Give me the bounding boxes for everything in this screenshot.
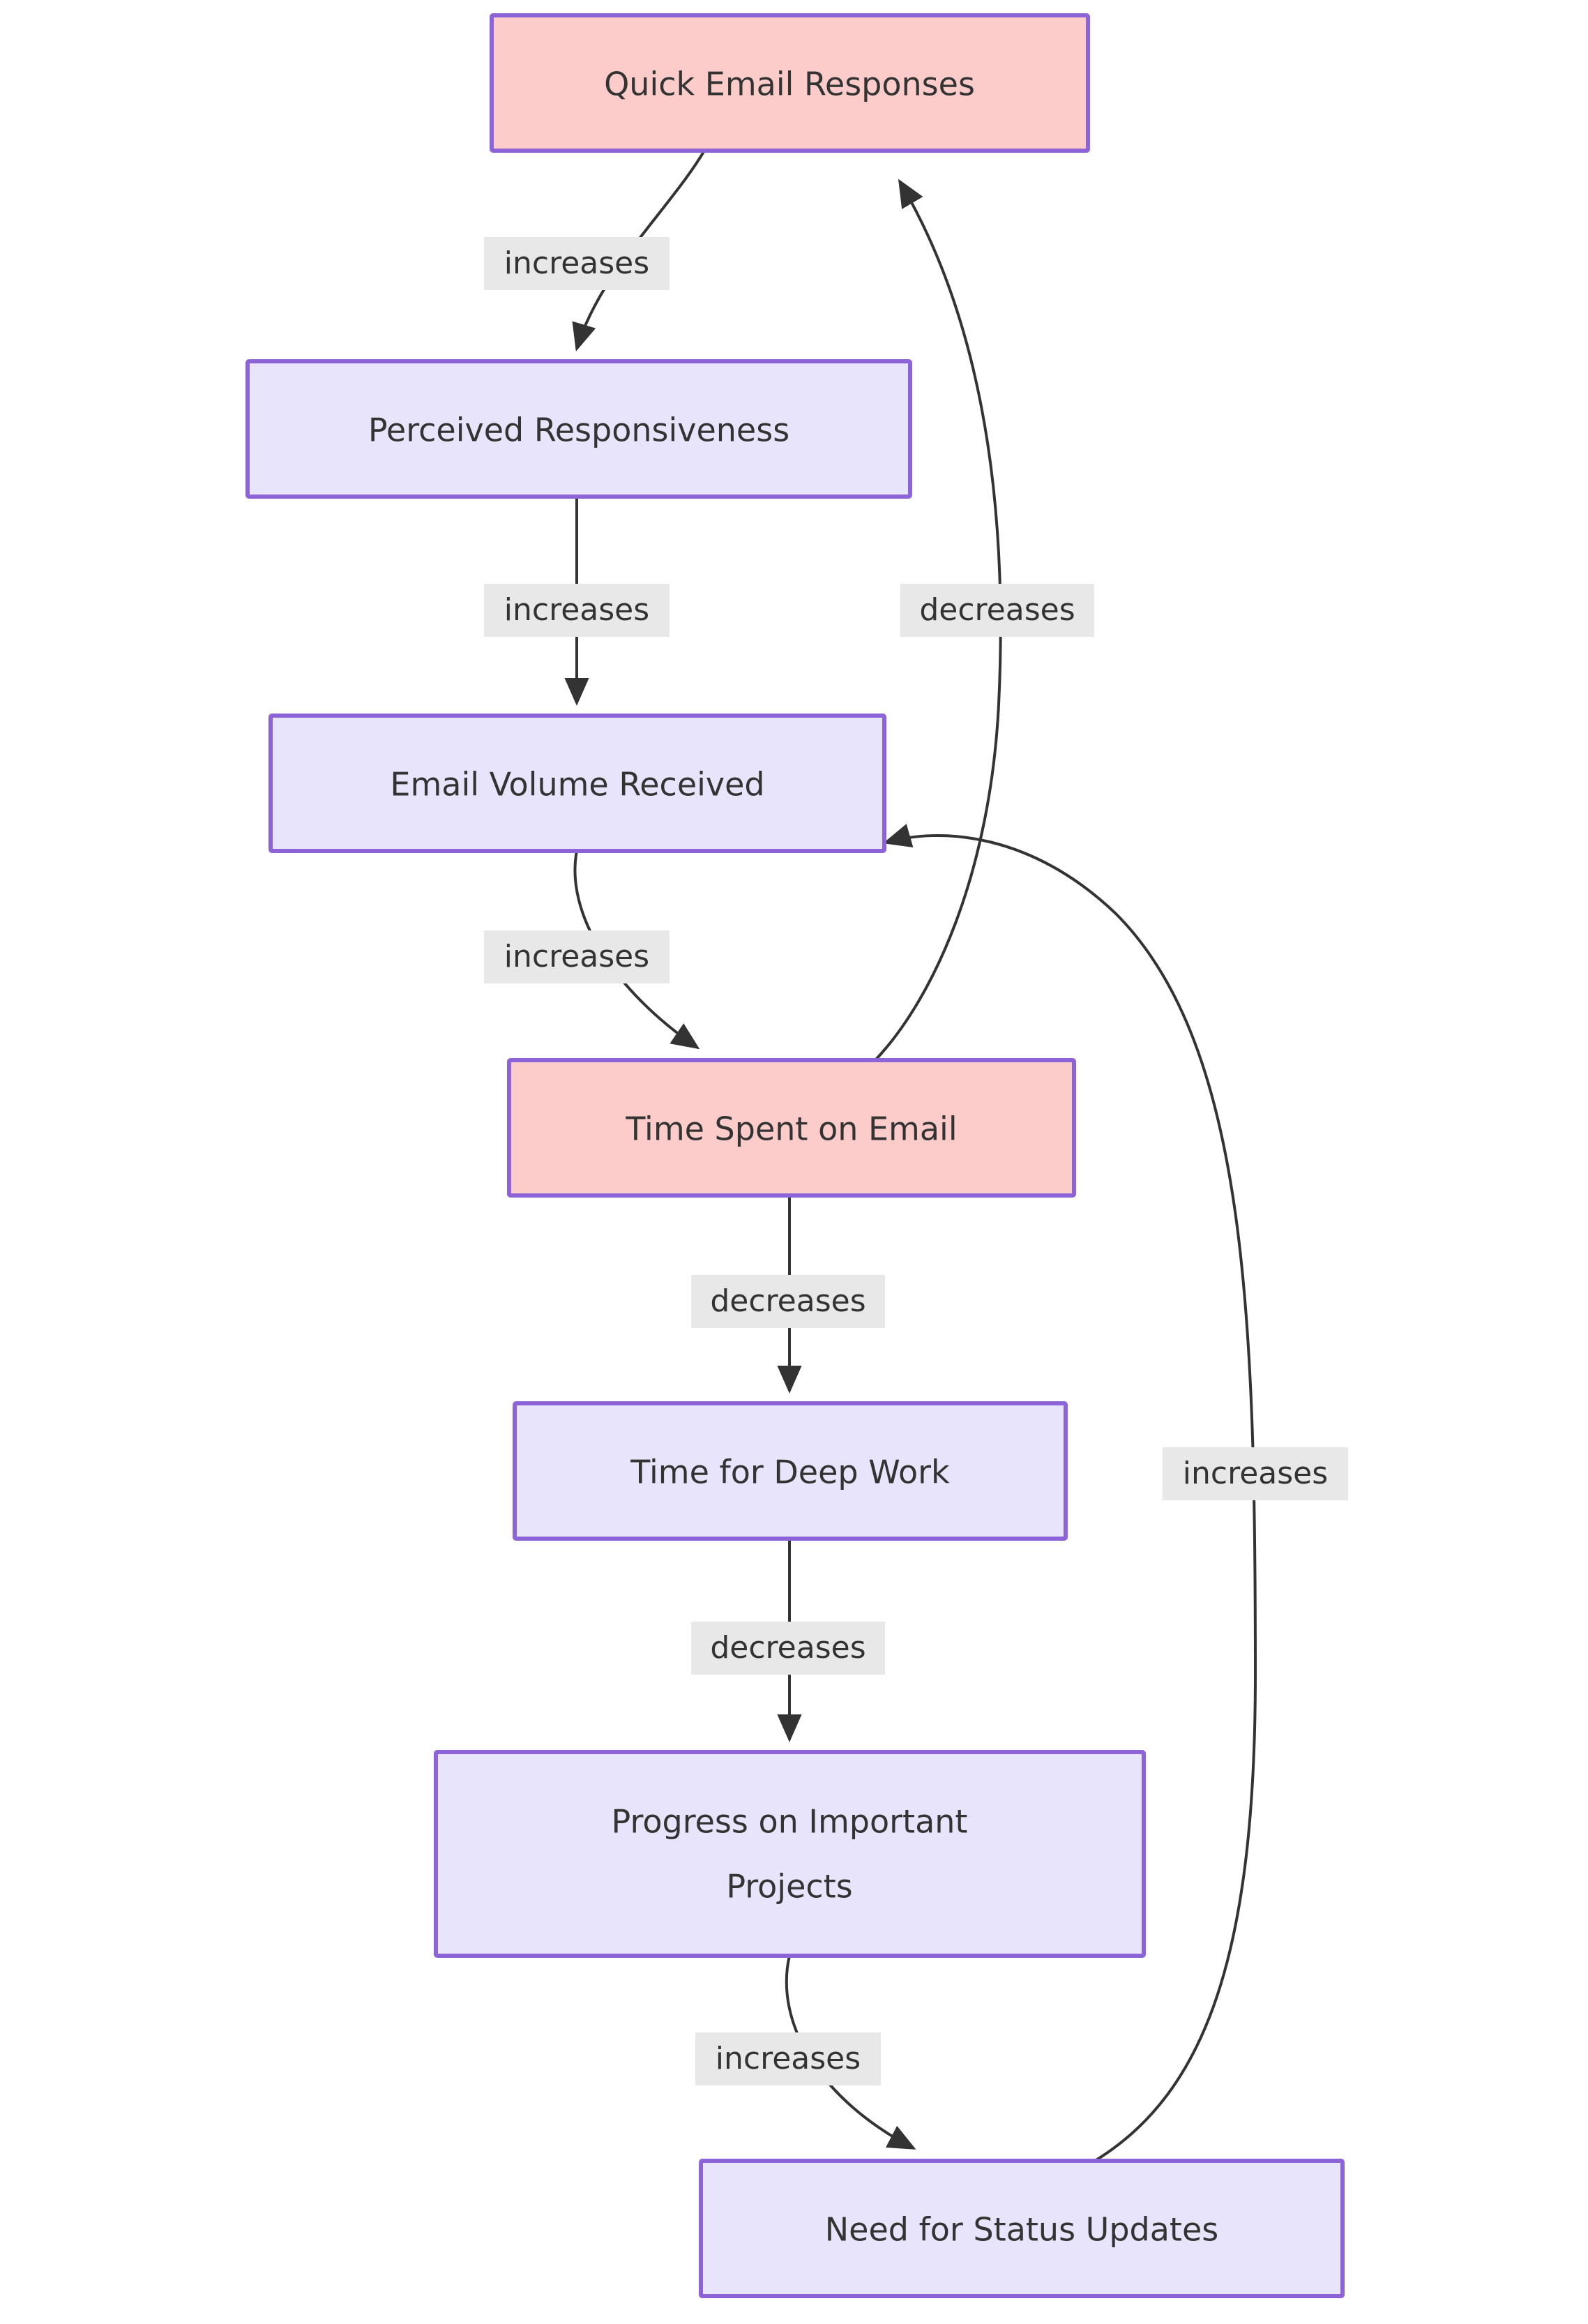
node-need-for-status-updates[interactable]: Need for Status Updates [699, 2159, 1345, 2298]
edge-label-increases-3: increases [484, 930, 670, 983]
node-box[interactable] [245, 359, 912, 499]
edge-label-increases-2: increases [484, 584, 670, 637]
node-label-line-2: Projects [726, 1868, 852, 1906]
node-box[interactable] [507, 1058, 1076, 1198]
edge-label-decreases-2: decreases [691, 1622, 885, 1675]
node-label: Time Spent on Email [625, 1110, 957, 1148]
node-time-for-deep-work[interactable]: Time for Deep Work [513, 1401, 1068, 1541]
edge-label-text: increases [716, 2041, 861, 2076]
node-label: Time for Deep Work [630, 1454, 950, 1491]
edge-label-increases-5: increases [1163, 1447, 1348, 1500]
edge-time-spent-on-email-to-quick-email-responses [874, 179, 1002, 1062]
node-box[interactable] [490, 13, 1090, 153]
edge-label-bg [484, 584, 670, 637]
edge-label-decreases-3: decreases [900, 584, 1094, 637]
edge-label-increases-1: increases [484, 237, 670, 290]
node-time-spent-on-email[interactable]: Time Spent on Email [507, 1058, 1076, 1198]
node-box[interactable] [434, 1750, 1146, 1958]
node-box[interactable] [269, 714, 886, 853]
node-perceived-responsiveness[interactable]: Perceived Responsiveness [245, 359, 912, 499]
edge-need-for-status-updates-to-email-volume-received [883, 824, 1257, 2162]
edge-label-text: decreases [710, 1630, 865, 1666]
node-box[interactable] [513, 1401, 1068, 1541]
edge-label-bg [695, 2032, 881, 2085]
edge-label-bg [484, 237, 670, 290]
node-label: Email Volume Received [390, 766, 764, 803]
node-label: Quick Email Responses [604, 66, 975, 103]
edge-label-decreases-1: decreases [691, 1275, 885, 1328]
node-progress-on-important-projects[interactable]: Progress on Important Projects [434, 1750, 1146, 1958]
node-quick-email-responses[interactable]: Quick Email Responses [490, 13, 1090, 153]
edge-label-text: increases [504, 939, 649, 974]
node-label: Perceived Responsiveness [368, 412, 789, 449]
edge-label-text: increases [1183, 1456, 1328, 1491]
edge-label-bg [900, 584, 1094, 637]
edge-labels-layer: increases increases increases decreases … [484, 237, 1348, 2085]
node-label: Need for Status Updates [825, 2211, 1218, 2249]
node-email-volume-received[interactable]: Email Volume Received [269, 714, 886, 853]
edge-label-bg [691, 1622, 885, 1675]
edge-label-text: increases [504, 592, 649, 628]
node-box[interactable] [699, 2159, 1345, 2298]
edge-label-bg [484, 930, 670, 983]
edge-label-bg [1163, 1447, 1348, 1500]
edge-label-text: increases [504, 246, 649, 281]
edge-label-increases-4: increases [695, 2032, 881, 2085]
edge-label-bg [691, 1275, 885, 1328]
edge-label-text: decreases [919, 592, 1075, 628]
nodes-layer: Quick Email Responses Perceived Responsi… [245, 13, 1345, 2298]
edge-label-text: decreases [710, 1283, 865, 1319]
node-label-line-1: Progress on Important [612, 1803, 968, 1841]
